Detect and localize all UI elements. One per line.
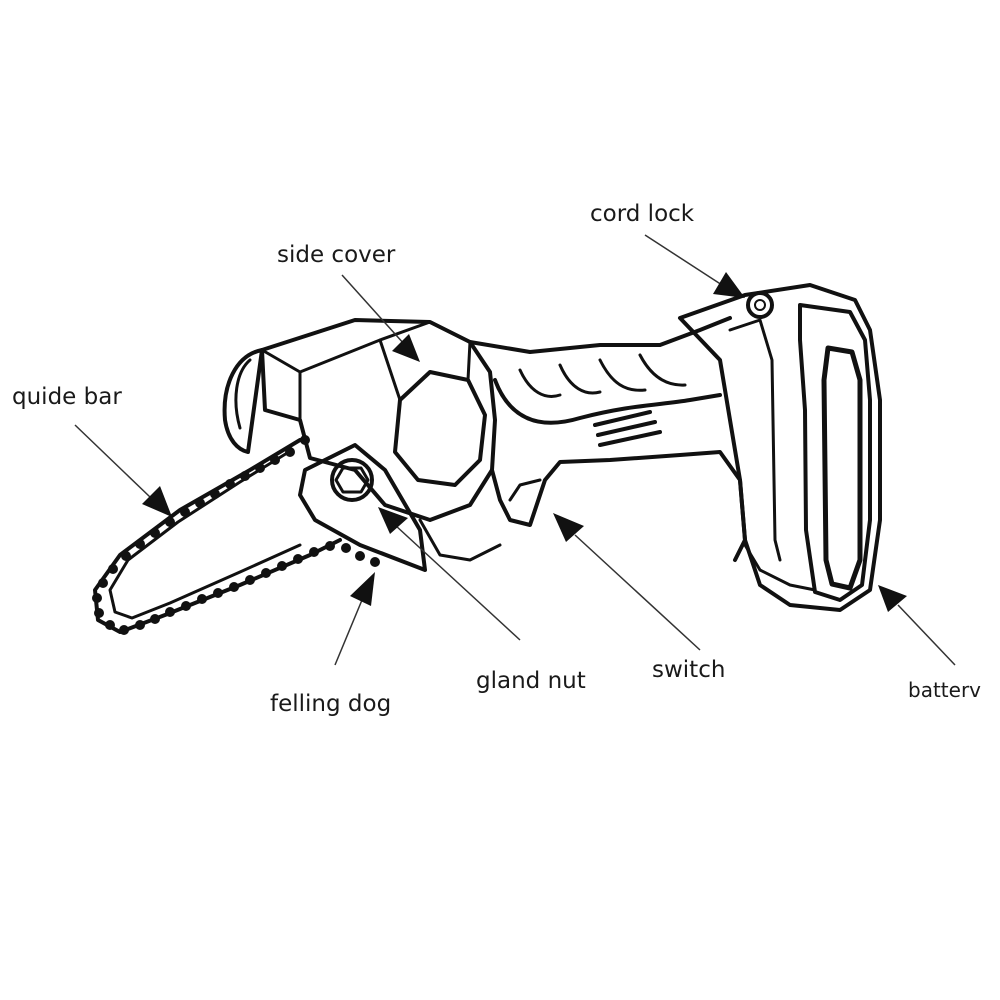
handle-grip-ridge-1 bbox=[518, 368, 562, 398]
arrow-cord-lock bbox=[713, 272, 745, 298]
arrow-switch bbox=[553, 513, 584, 542]
leader-gland-nut bbox=[394, 524, 521, 641]
leader-guide-bar bbox=[74, 424, 151, 498]
battery-seam bbox=[728, 318, 782, 562]
label-side-cover: side cover bbox=[277, 242, 396, 268]
side-cover-top-edge bbox=[260, 320, 432, 374]
label-felling-dog: felling dog bbox=[270, 691, 392, 717]
arrowheads bbox=[142, 272, 907, 612]
leader-felling-dog bbox=[334, 599, 363, 666]
arrow-side-cover bbox=[392, 334, 420, 362]
battery-base bbox=[743, 543, 817, 592]
battery-front-panel bbox=[798, 303, 872, 602]
guide-bar-plate bbox=[298, 443, 427, 572]
cord-lock-ring bbox=[746, 291, 774, 319]
leader-switch bbox=[574, 534, 701, 651]
handle-grip-ridge-2 bbox=[558, 363, 602, 395]
label-switch: switch bbox=[652, 657, 726, 683]
label-battery: batterv bbox=[908, 678, 981, 702]
arrow-guide-bar bbox=[142, 486, 172, 517]
leader-cord-lock bbox=[644, 234, 723, 286]
front-grip-bottom bbox=[418, 518, 502, 562]
lower-body bbox=[490, 450, 747, 562]
label-guide-bar: quide bar bbox=[12, 384, 122, 410]
guide-bar-inner bbox=[108, 448, 302, 620]
handle-grip bbox=[493, 378, 722, 425]
handle-top bbox=[468, 316, 732, 354]
leader-battery bbox=[897, 604, 956, 666]
side-cover-octagon bbox=[393, 370, 487, 487]
guide-bar-outline bbox=[93, 438, 342, 634]
battery-window bbox=[821, 345, 863, 591]
chain-teeth bbox=[92, 435, 380, 635]
battery-outline bbox=[678, 283, 882, 612]
handle-grip-ridge-4 bbox=[638, 353, 687, 387]
motor-ring bbox=[234, 358, 252, 430]
side-cover-outline bbox=[260, 318, 497, 522]
leader-side-cover bbox=[341, 274, 406, 346]
handle-grip-ridge-3 bbox=[598, 358, 647, 392]
motor-housing bbox=[222, 348, 264, 454]
trigger bbox=[508, 478, 542, 502]
arrow-battery bbox=[878, 585, 907, 612]
gland-nut-hex bbox=[334, 466, 370, 494]
arrow-gland-nut bbox=[378, 507, 408, 534]
label-gland-nut: gland nut bbox=[476, 668, 586, 694]
handle-vents bbox=[593, 410, 662, 447]
label-cord-lock: cord lock bbox=[590, 201, 695, 227]
gland-nut-washer bbox=[330, 458, 374, 502]
leader-lines bbox=[74, 234, 956, 666]
arrow-felling-dog bbox=[350, 572, 375, 606]
